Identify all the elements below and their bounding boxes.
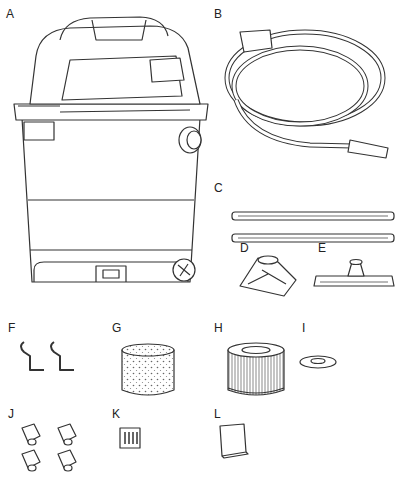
hose — [227, 30, 388, 158]
foam-sleeve — [122, 344, 174, 395]
utility-nozzle — [240, 256, 296, 296]
part-letter: A — [6, 8, 14, 20]
part-letter: F — [8, 322, 15, 334]
filter-retainer — [300, 356, 336, 368]
part-letter: H — [214, 322, 223, 334]
owners-manual — [220, 424, 248, 458]
floor-nozzle — [314, 260, 394, 287]
part-letter: K — [112, 408, 120, 420]
part-letter: D — [240, 242, 249, 254]
cartridge-filter — [228, 343, 284, 395]
part-letter: L — [214, 408, 221, 420]
vacuum-body — [14, 17, 208, 282]
part-letter: I — [302, 322, 305, 334]
part-letter: G — [112, 322, 121, 334]
part-letter: J — [8, 408, 14, 420]
extension-wands — [232, 212, 394, 242]
part-letter: E — [318, 242, 326, 254]
screw-pack — [120, 428, 140, 448]
part-letter: B — [214, 8, 222, 20]
casters — [22, 424, 76, 471]
accessory-hooks — [21, 342, 74, 370]
part-letter: C — [214, 182, 223, 194]
